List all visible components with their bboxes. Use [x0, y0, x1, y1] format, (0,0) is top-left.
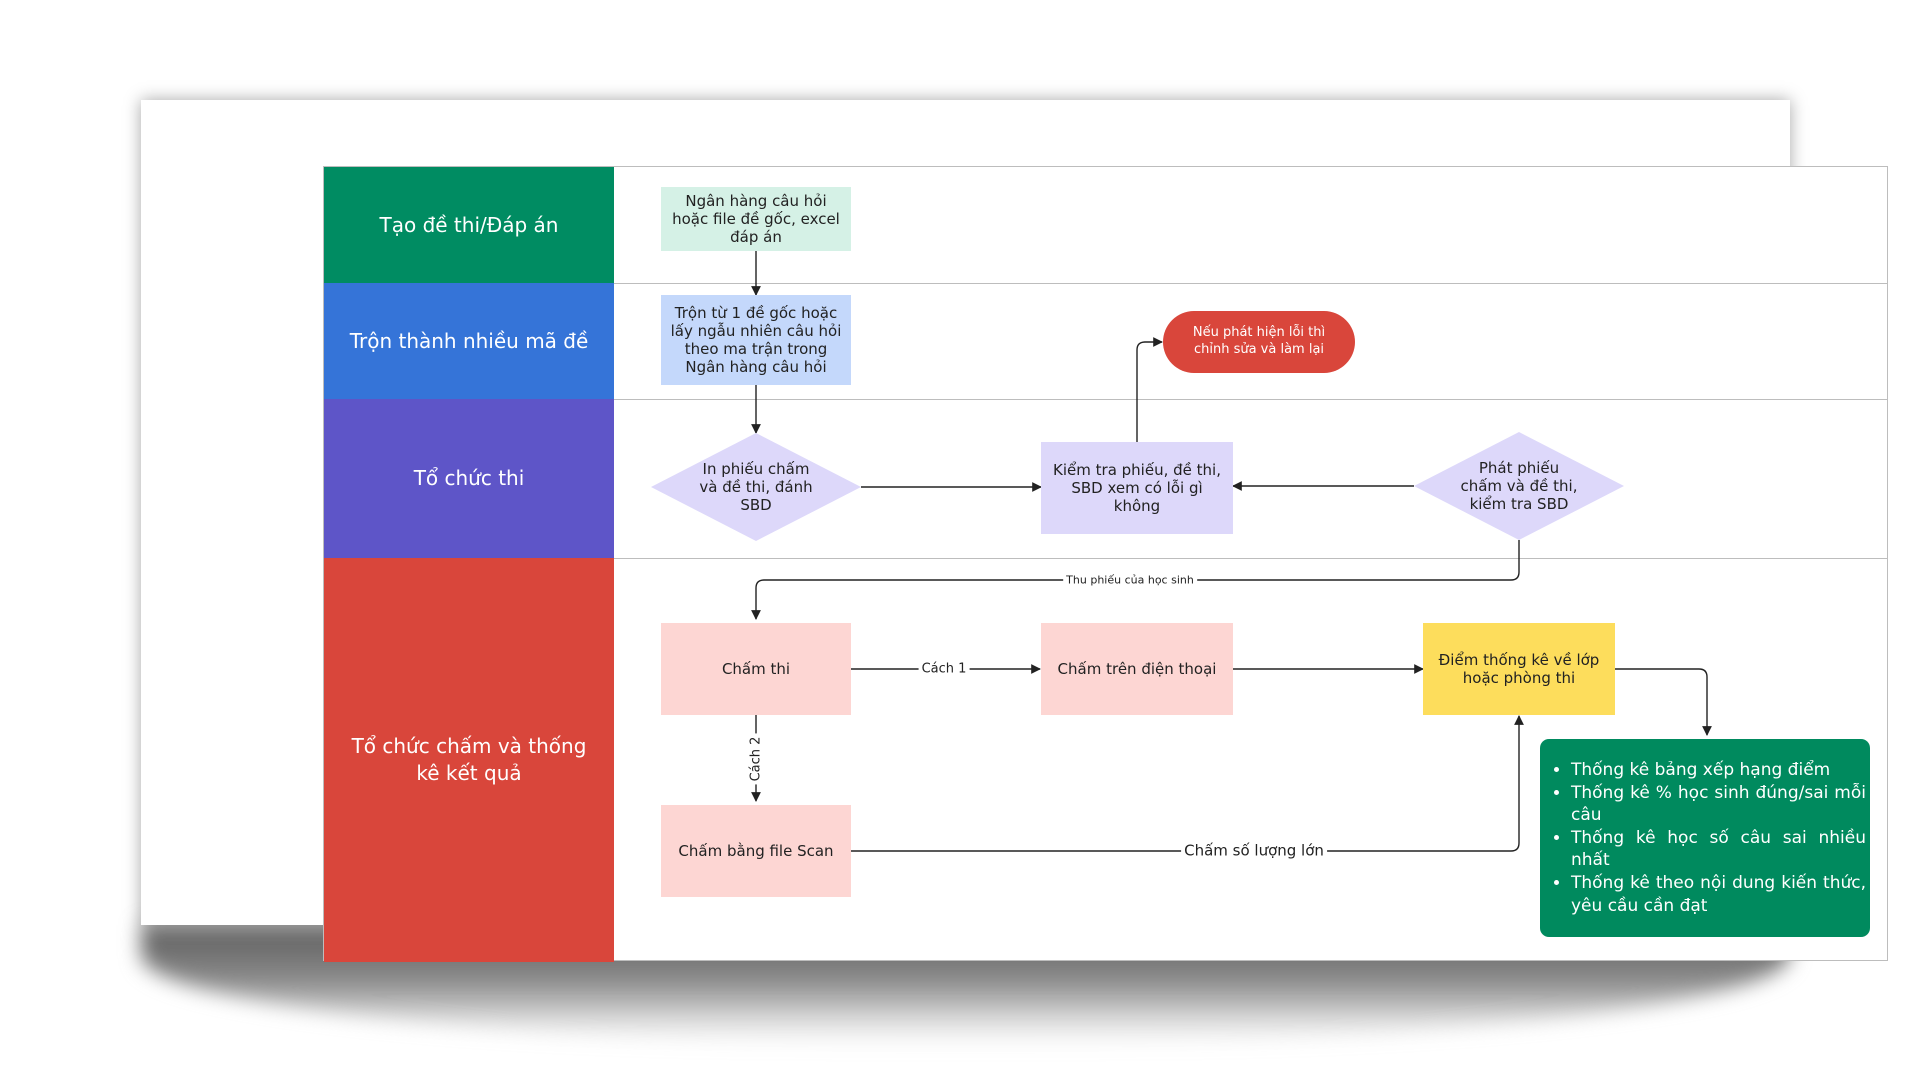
edge-scores-to-stats	[1615, 668, 1712, 736]
scores-box[interactable]: Điểm thống kê về lớp hoặc phòng thi	[1423, 623, 1615, 715]
lane-shuffle-codes: Trộn thành nhiều mã đề	[324, 283, 614, 399]
bulk-grading-label: Chấm số lượng lớn	[1181, 842, 1327, 860]
statistics-item: Thống kê theo nội dung kiến thức, yêu cầ…	[1571, 872, 1870, 917]
print-sheets-diamond[interactable]: In phiếu chấm và đề thi, đánh SBD	[651, 433, 861, 541]
swimlane-diagram: Tạo đề thi/Đáp án Trộn thành nhiều mã đề…	[323, 166, 1888, 962]
scan-grading-box[interactable]: Chấm bằng file Scan	[661, 805, 851, 897]
collect-sheets-label: Thu phiếu của học sinh	[1063, 573, 1197, 587]
grading-box[interactable]: Chấm thi	[661, 623, 851, 715]
statistics-list: Thống kê bảng xếp hạng điểm Thống kê % h…	[1540, 759, 1870, 917]
distribute-sheets-diamond[interactable]: Phát phiếu chấm và đề thi, kiểm tra SBD	[1414, 432, 1624, 540]
lane-create-exam: Tạo đề thi/Đáp án	[324, 167, 614, 283]
phone-grading-box[interactable]: Chấm trên điện thoại	[1041, 623, 1233, 715]
statistics-panel[interactable]: Thống kê bảng xếp hạng điểm Thống kê % h…	[1540, 739, 1870, 937]
lane-grading-statistics: Tổ chức chấm và thống kê kết quả	[324, 558, 614, 962]
edge-scan-to-scores	[851, 715, 1524, 852]
statistics-item: Thống kê bảng xếp hạng điểm	[1571, 759, 1870, 782]
lane-organize-exam: Tổ chức thi	[324, 399, 614, 558]
error-correction-pill[interactable]: Nếu phát hiện lỗi thì chỉnh sửa và làm l…	[1163, 311, 1355, 373]
lane-divider	[614, 558, 1887, 559]
check-sheets-box[interactable]: Kiểm tra phiếu, đề thi, SBD xem có lỗi g…	[1041, 442, 1233, 534]
shuffle-exam-box[interactable]: Trộn từ 1 đề gốc hoặc lấy ngẫu nhiên câu…	[661, 295, 851, 385]
lane-divider	[614, 283, 1887, 284]
image-card: Tạo đề thi/Đáp án Trộn thành nhiều mã đề…	[141, 100, 1888, 962]
statistics-item: Thống kê học số câu sai nhiều nhất	[1571, 827, 1870, 872]
edge-check-to-error	[1136, 337, 1163, 442]
question-bank-box[interactable]: Ngân hàng câu hỏi hoặc file đề gốc, exce…	[661, 187, 851, 251]
print-sheets-label: In phiếu chấm và đề thi, đánh SBD	[699, 460, 813, 514]
distribute-sheets-label: Phát phiếu chấm và đề thi, kiểm tra SBD	[1460, 459, 1578, 513]
statistics-item: Thống kê % học sinh đúng/sai mỗi câu	[1571, 782, 1870, 827]
lane-divider	[614, 399, 1887, 400]
method-1-label: Cách 1	[918, 661, 970, 677]
method-2-label: Cách 2	[748, 733, 764, 785]
